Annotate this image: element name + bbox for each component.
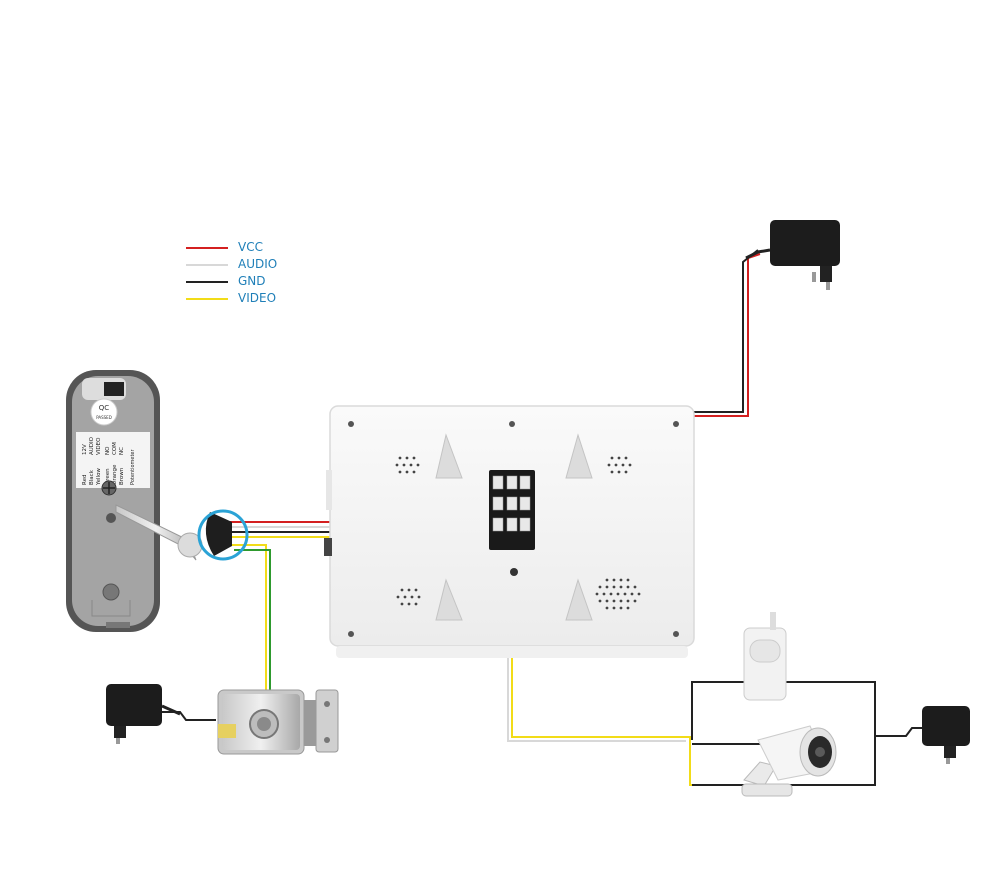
qc-passed-badge bbox=[90, 398, 118, 426]
mount-screw-icon bbox=[102, 583, 120, 601]
doorbell-cable-plug bbox=[205, 512, 232, 556]
screw-icon bbox=[348, 631, 354, 637]
legend-swatch-vcc bbox=[186, 247, 228, 249]
speaker-grille-icon bbox=[607, 456, 632, 474]
doorbell-wire-label: Red bbox=[82, 475, 88, 485]
mount-hook-icon bbox=[565, 578, 593, 621]
electric-lock bbox=[217, 689, 339, 755]
cctv-camera bbox=[741, 725, 837, 797]
screw-icon bbox=[509, 421, 515, 427]
doorbell-wire-label: Brown bbox=[119, 467, 125, 485]
legend-label-vcc: VCC bbox=[238, 240, 263, 254]
doorbell-wire-label: Orange bbox=[112, 464, 118, 485]
doorbell-wire-value: VIDEO bbox=[96, 437, 102, 455]
screw-icon bbox=[348, 421, 354, 427]
screw-icon bbox=[673, 631, 679, 637]
outdoor-doorbell-back: QC PASSED Red Black Yellow Green Orange … bbox=[66, 370, 232, 632]
speaker-grille-icon bbox=[395, 456, 420, 474]
sensor-power-loop bbox=[691, 681, 876, 786]
mount-hook-icon bbox=[435, 578, 463, 621]
doorbell-wire-label: Yellow bbox=[96, 468, 102, 486]
doorbell-wire-label: Green bbox=[105, 468, 111, 485]
doorbell-wire-label: Black bbox=[89, 469, 95, 485]
doorbell-wire-value: COM bbox=[112, 442, 118, 455]
potentiometer-label: Potentiometer bbox=[130, 449, 136, 485]
screw-icon bbox=[673, 421, 679, 427]
lock-adapter-cable bbox=[160, 711, 216, 721]
pir-motion-sensor bbox=[743, 612, 787, 701]
lock-wire-yellow bbox=[232, 544, 267, 713]
legend-swatch-audio bbox=[186, 264, 228, 266]
doorbell-wire-value: AUDIO bbox=[89, 436, 95, 455]
terminal-connectors bbox=[492, 475, 531, 532]
sensor-camera-power-adapter bbox=[922, 706, 970, 764]
legend-swatch-gnd bbox=[186, 281, 228, 283]
speaker-grille-icon bbox=[396, 588, 421, 606]
connection-highlight-circle bbox=[197, 509, 249, 561]
indoor-monitor-back bbox=[324, 405, 695, 658]
legend-label-video: VIDEO bbox=[238, 291, 277, 305]
mount-hook-icon bbox=[435, 433, 463, 479]
monitor-power-adapter bbox=[745, 220, 840, 290]
mount-hook-icon bbox=[565, 433, 593, 479]
doorbell-wire-value: NO bbox=[105, 446, 111, 455]
doorbell-wire-value: NC bbox=[119, 447, 125, 455]
qc-badge-top: QC bbox=[99, 404, 110, 412]
lock-power-adapter bbox=[106, 684, 181, 744]
qc-badge-bottom: PASSED bbox=[96, 415, 112, 420]
doorbell-wire-value: 12V bbox=[82, 444, 88, 455]
right-adapter-cable bbox=[876, 727, 924, 737]
doorbell-wire-labels: Red Black Yellow Green Orange Brown 12V … bbox=[82, 436, 136, 486]
screw-icon bbox=[510, 568, 518, 576]
legend-swatch-video bbox=[186, 298, 228, 300]
mount-screw-icon bbox=[106, 513, 116, 523]
legend-label-audio: AUDIO bbox=[238, 257, 278, 271]
speaker-grille-large-icon bbox=[595, 578, 641, 610]
legend-label-gnd: GND bbox=[238, 274, 266, 288]
